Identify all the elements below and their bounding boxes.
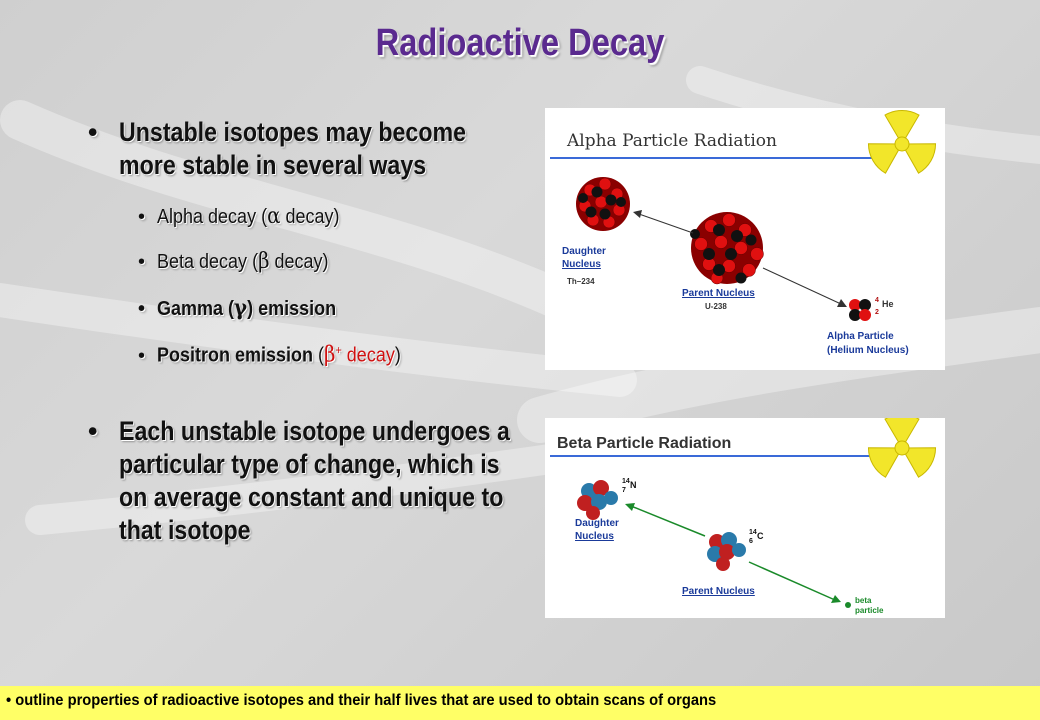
alpha-daughter-label-1: Daughter (562, 246, 606, 257)
bullet-dot: • (88, 117, 98, 147)
beta-symbol: β (258, 249, 270, 274)
alpha-daughter-label-2: Nucleus (562, 259, 601, 270)
gamma-symbol: γ (234, 295, 248, 321)
alpha-daughter-isotope: Th–234 (567, 277, 595, 286)
beta-decay-post: decay) (269, 251, 329, 273)
sub-bullet-gamma: • Gamma (γ) emission (138, 296, 356, 321)
sub-bullet-positron: • Positron emission (β+ decay) (138, 338, 428, 368)
alpha-parent-isotope: U-238 (705, 302, 727, 311)
footer-text-content: outline properties of radioactive isotop… (15, 692, 717, 709)
parent-nucleus-u238 (690, 212, 764, 285)
beta-daughter-label-2: Nucleus (575, 531, 614, 542)
positron-open: ( (313, 344, 325, 367)
footer-text: • outline properties of radioactive isot… (6, 692, 717, 709)
bullet-dot: • (138, 298, 146, 320)
alpha-symbol: α (267, 204, 281, 229)
positron-decay: decay (341, 344, 395, 367)
radiation-symbol-icon (867, 110, 937, 174)
bullet-dot: • (88, 416, 98, 446)
alpha-he-mass: 4 (875, 297, 879, 304)
beta-c-symbol: C (757, 531, 764, 541)
sub-bullet-alpha: • Alpha decay (α decay) (138, 205, 360, 229)
alpha-decay-post: decay) (280, 206, 340, 228)
positron-sup: + (335, 343, 342, 357)
bullet-dot: • (138, 206, 146, 228)
alpha-recoil-arrow (638, 213, 694, 234)
alpha-he-symbol: He (882, 299, 894, 309)
footer-bar: • outline properties of radioactive isot… (0, 686, 1040, 720)
main-bullet-2-text: Each unstable isotope undergoes a partic… (118, 416, 510, 545)
beta-c-mass: 14 (749, 529, 757, 536)
alpha-particle (849, 299, 871, 321)
main-bullet-1: • Unstable isotopes may become more stab… (88, 116, 508, 182)
alpha-particle-label-1: Alpha Particle (827, 331, 894, 342)
beta-recoil-arrow (630, 505, 706, 537)
beta-radiation-diagram: Beta Particle Radiation Daughter (545, 414, 945, 618)
beta-n-atomic: 7 (622, 487, 626, 494)
main-bullet-1-text: Unstable isotopes may become more stable… (118, 117, 467, 180)
alpha-radiation-diagram: Alpha Particle Radiation (545, 108, 945, 370)
gamma-pre: Gamma ( (157, 298, 235, 320)
alpha-parent-label: Parent Nucleus (682, 288, 755, 299)
beta-n-mass: 14 (622, 478, 630, 485)
alpha-decay-pre: Alpha decay ( (157, 206, 268, 228)
sub-bullet-beta: • Beta decay (β decay) (138, 250, 348, 274)
beta-parent-label: Parent Nucleus (682, 586, 755, 597)
slide-title: Radioactive Decay (375, 22, 665, 64)
daughter-nucleus-th234 (576, 177, 630, 231)
alpha-recoil-arrowhead (633, 210, 642, 218)
positron-pre: Positron emission (157, 344, 314, 367)
beta-emission-arrowhead (831, 595, 841, 603)
beta-heading: Beta Particle Radiation (557, 435, 731, 452)
beta-c-atomic: 6 (749, 538, 753, 545)
positron-symbol: β (324, 342, 336, 368)
gamma-post: ) emission (247, 298, 337, 320)
alpha-emission-arrow (762, 267, 842, 305)
beta-emission-arrow (748, 561, 836, 601)
beta-particle (845, 602, 851, 608)
daughter-nucleus-n14 (577, 480, 618, 520)
bullet-dot: • (138, 251, 146, 273)
alpha-diagram-svg: Alpha Particle Radiation (550, 110, 937, 356)
beta-particle-label-1: beta (855, 596, 872, 605)
positron-close: ) (394, 344, 401, 367)
main-bullet-2: • Each unstable isotope undergoes a part… (88, 415, 510, 547)
alpha-heading: Alpha Particle Radiation (566, 131, 777, 151)
beta-particle-label-2: particle (855, 606, 884, 615)
beta-decay-pre: Beta decay ( (157, 251, 259, 273)
alpha-emission-arrowhead (837, 299, 847, 307)
alpha-he-atomic: 2 (875, 309, 879, 316)
beta-diagram-svg: Beta Particle Radiation Daughter (550, 414, 937, 615)
alpha-particle-label-2: (Helium Nucleus) (827, 345, 909, 356)
beta-daughter-label-1: Daughter (575, 518, 619, 529)
beta-recoil-arrowhead (625, 503, 635, 511)
bullet-dot: • (138, 344, 146, 367)
parent-nucleus-c14 (707, 532, 746, 571)
beta-n-symbol: N (630, 480, 637, 490)
radiation-symbol-icon (867, 414, 937, 478)
